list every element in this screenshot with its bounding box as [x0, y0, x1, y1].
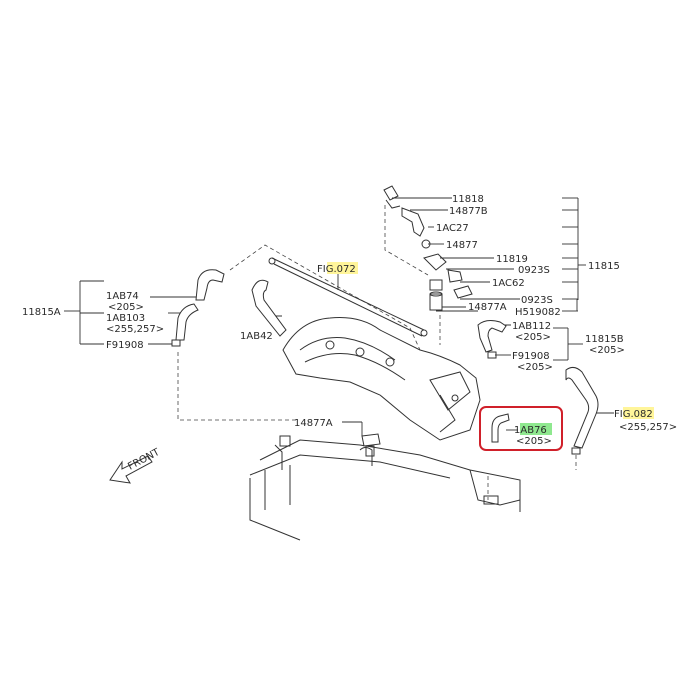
hose-1ab112 [477, 320, 507, 359]
label-1ab103: 1AB103 [106, 313, 145, 324]
label-h519082: H519082 [515, 307, 561, 318]
hose-1ab74 [195, 269, 225, 301]
label-11815a: 11815A [22, 307, 61, 318]
front-arrow-icon [109, 455, 153, 484]
fig072-highlight [327, 262, 358, 274]
label-f91908-left: F91908 [106, 340, 144, 351]
label-11815: 11815 [588, 261, 620, 272]
hose-1ab42 [251, 279, 287, 337]
label-1ab74-sub: <205> [108, 302, 144, 313]
label-front: FRONT [126, 446, 162, 472]
intake-manifold [282, 317, 481, 441]
label-f91908-right: F91908 [512, 351, 550, 362]
label-fig082: FIG.082 [614, 409, 653, 420]
label-fig072: FIG.072 [317, 264, 356, 275]
label-11815b-sub: <205> [589, 345, 625, 356]
label-1ab76-sub: <205> [516, 436, 552, 447]
label-14877b: 14877B [449, 206, 488, 217]
hose-1ab76 [491, 413, 510, 443]
label-f91908-right-sub: <205> [517, 362, 553, 373]
label-1ab74: 1AB74 [106, 291, 139, 302]
label-14877a-top: 14877A [468, 302, 507, 313]
label-1ac62: 1AC62 [492, 278, 525, 289]
radiator-outline [249, 465, 301, 541]
callout-box-1ab76 [479, 406, 563, 451]
label-14877a-mid: 14877A [294, 418, 333, 429]
label-1ab42: 1AB42 [240, 331, 273, 342]
label-11818: 11818 [452, 194, 484, 205]
label-0923s-a: 0923S [518, 265, 550, 276]
dashed-guides [177, 205, 577, 500]
label-1ab76: 1AB76 [514, 425, 547, 436]
label-1ac27: 1AC27 [436, 223, 469, 234]
label-11815b: 11815B [585, 334, 624, 345]
label-fig082-sub: <255,257> [619, 422, 677, 433]
pcv-valve-stack [383, 185, 473, 311]
hose-fig082 [565, 366, 599, 455]
part-1ab76-highlight [520, 423, 552, 435]
fuel-rail-line [268, 257, 428, 337]
label-11819: 11819 [496, 254, 528, 265]
label-0923s-b: 0923S [521, 295, 553, 306]
label-1ab112-sub: <205> [515, 332, 551, 343]
label-14877: 14877 [446, 240, 478, 251]
label-1ab112: 1AB112 [512, 321, 551, 332]
hose-1ab103 [171, 303, 199, 347]
label-1ab103-sub: <255,257> [106, 324, 164, 335]
bracket-11815a [64, 280, 196, 345]
fig082-highlight [623, 407, 654, 419]
hose-14877a [361, 433, 381, 457]
bracket-11815 [392, 197, 586, 312]
